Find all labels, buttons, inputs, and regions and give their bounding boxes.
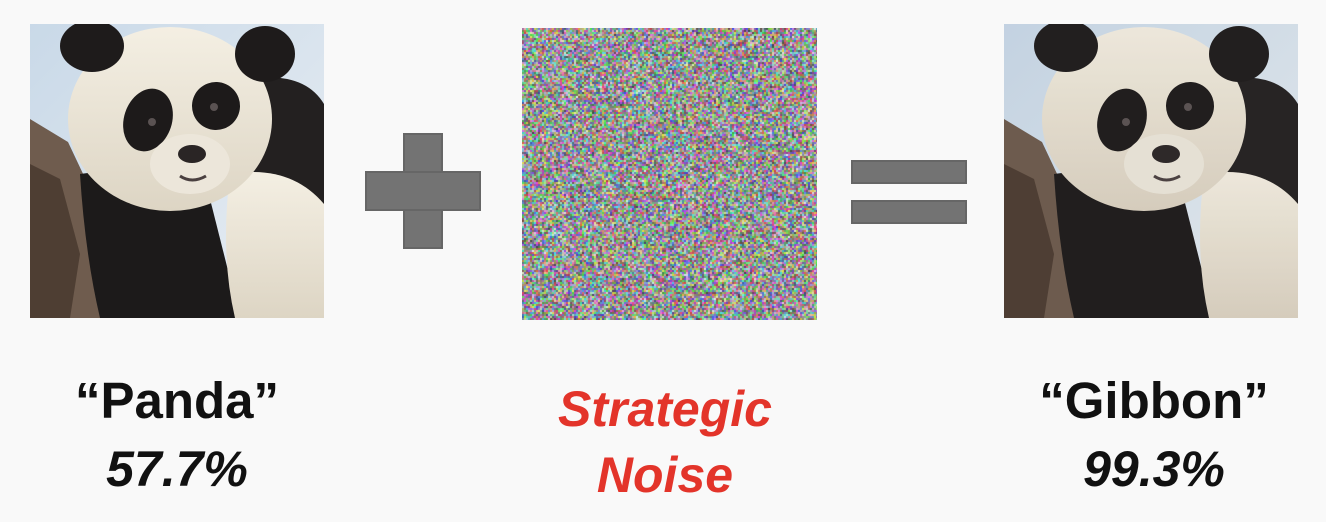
plus-icon bbox=[365, 133, 481, 249]
adversarial-confidence: 99.3% bbox=[1083, 441, 1225, 497]
noise-label-line1: Strategic bbox=[558, 381, 772, 437]
equals-icon bbox=[851, 160, 967, 224]
noise-caption: Strategic Noise bbox=[470, 384, 860, 500]
original-prediction: “Panda” 57.7% bbox=[30, 375, 324, 494]
adversarial-class-label: “Gibbon” bbox=[1039, 372, 1269, 429]
adversarial-prediction: “Gibbon” 99.3% bbox=[994, 375, 1314, 494]
strategic-noise-image bbox=[522, 28, 817, 320]
panda-adversarial-image bbox=[1004, 24, 1298, 318]
original-class-label: “Panda” bbox=[74, 372, 280, 429]
original-confidence: 57.7% bbox=[106, 441, 248, 497]
panda-original-image bbox=[30, 24, 324, 318]
noise-pattern bbox=[522, 28, 817, 320]
noise-label-line2: Noise bbox=[596, 447, 734, 503]
